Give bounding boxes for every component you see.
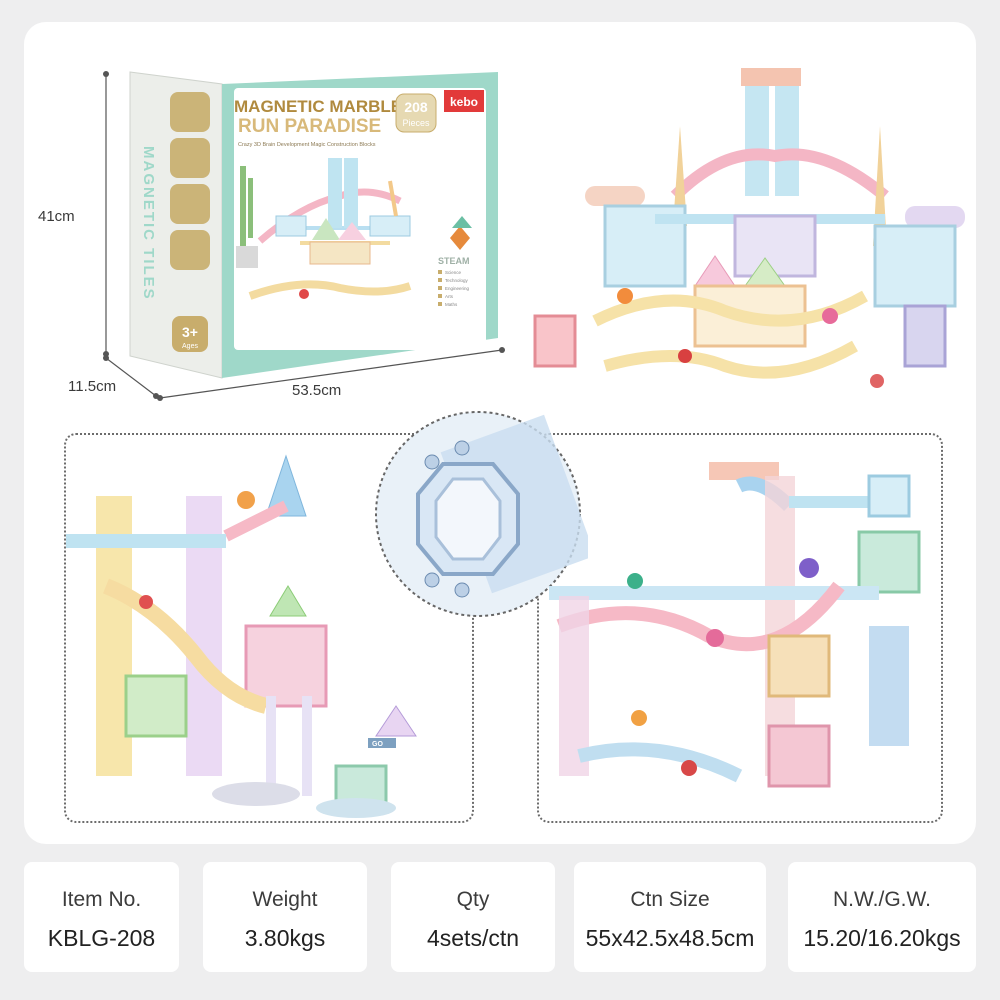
left-detail-frame xyxy=(64,433,474,823)
steam-item-3: Engineering xyxy=(445,286,470,291)
badge-number: 208 xyxy=(404,99,428,115)
box-title-line1: MAGNETIC MARBLE xyxy=(234,97,402,116)
spec-card-item-no: Item No. KBLG-208 xyxy=(24,862,179,972)
spec-label: Ctn Size xyxy=(630,888,710,911)
steam-item-1: Science xyxy=(445,270,462,275)
right-detail-image xyxy=(549,462,921,788)
box-title-line2: RUN PARADISE xyxy=(238,116,381,137)
tube-closeup-image xyxy=(375,411,588,617)
spec-value: 3.80kgs xyxy=(244,925,326,951)
spec-card-ctn-size: Ctn Size 55x42.5x48.5cm xyxy=(574,862,766,972)
right-detail-frame xyxy=(537,433,943,823)
spec-value: KBLG-208 xyxy=(47,925,156,951)
steam-item-4: Arts xyxy=(445,294,454,299)
spec-label: Weight xyxy=(252,888,318,911)
spec-card-weight: Weight 3.80kgs xyxy=(203,862,367,972)
brand-logo: kebo xyxy=(450,95,478,109)
spec-card-weights: N.W./G.W. 15.20/16.20kgs xyxy=(788,862,976,972)
spec-label: N.W./G.W. xyxy=(833,888,931,911)
age-number: 3+ xyxy=(182,324,198,340)
steam-item-5: Maths xyxy=(445,302,458,307)
depth-dimension-label: 11.5cm xyxy=(68,378,117,395)
spec-label: Qty xyxy=(456,888,490,911)
steam-item-2: Technology xyxy=(445,278,469,283)
spec-value: 55x42.5x48.5cm xyxy=(585,925,755,951)
spec-value: 4sets/ctn xyxy=(426,925,520,951)
age-word: Ages xyxy=(182,343,198,350)
sign-text: GO xyxy=(372,741,383,748)
spec-label: Item No. xyxy=(61,888,142,911)
steam-label: STEAM xyxy=(438,256,470,266)
box-side-text: MAGNETIC TILES xyxy=(140,146,157,301)
height-dimension-label: 41cm xyxy=(38,208,75,225)
assembled-castle-image xyxy=(533,68,965,388)
badge-word: Pieces xyxy=(402,118,430,128)
width-dimension-label: 53.5cm xyxy=(292,382,342,399)
product-box-illustration: MAGNETIC TILES MAGNETIC MARBLE RUN PARAD… xyxy=(103,71,505,401)
spec-value: 15.20/16.20kgs xyxy=(803,925,961,951)
spec-card-qty: Qty 4sets/ctn xyxy=(391,862,555,972)
left-detail-image: GO xyxy=(66,454,417,818)
box-subtitle: Crazy 3D Brain Development Magic Constru… xyxy=(238,142,376,148)
